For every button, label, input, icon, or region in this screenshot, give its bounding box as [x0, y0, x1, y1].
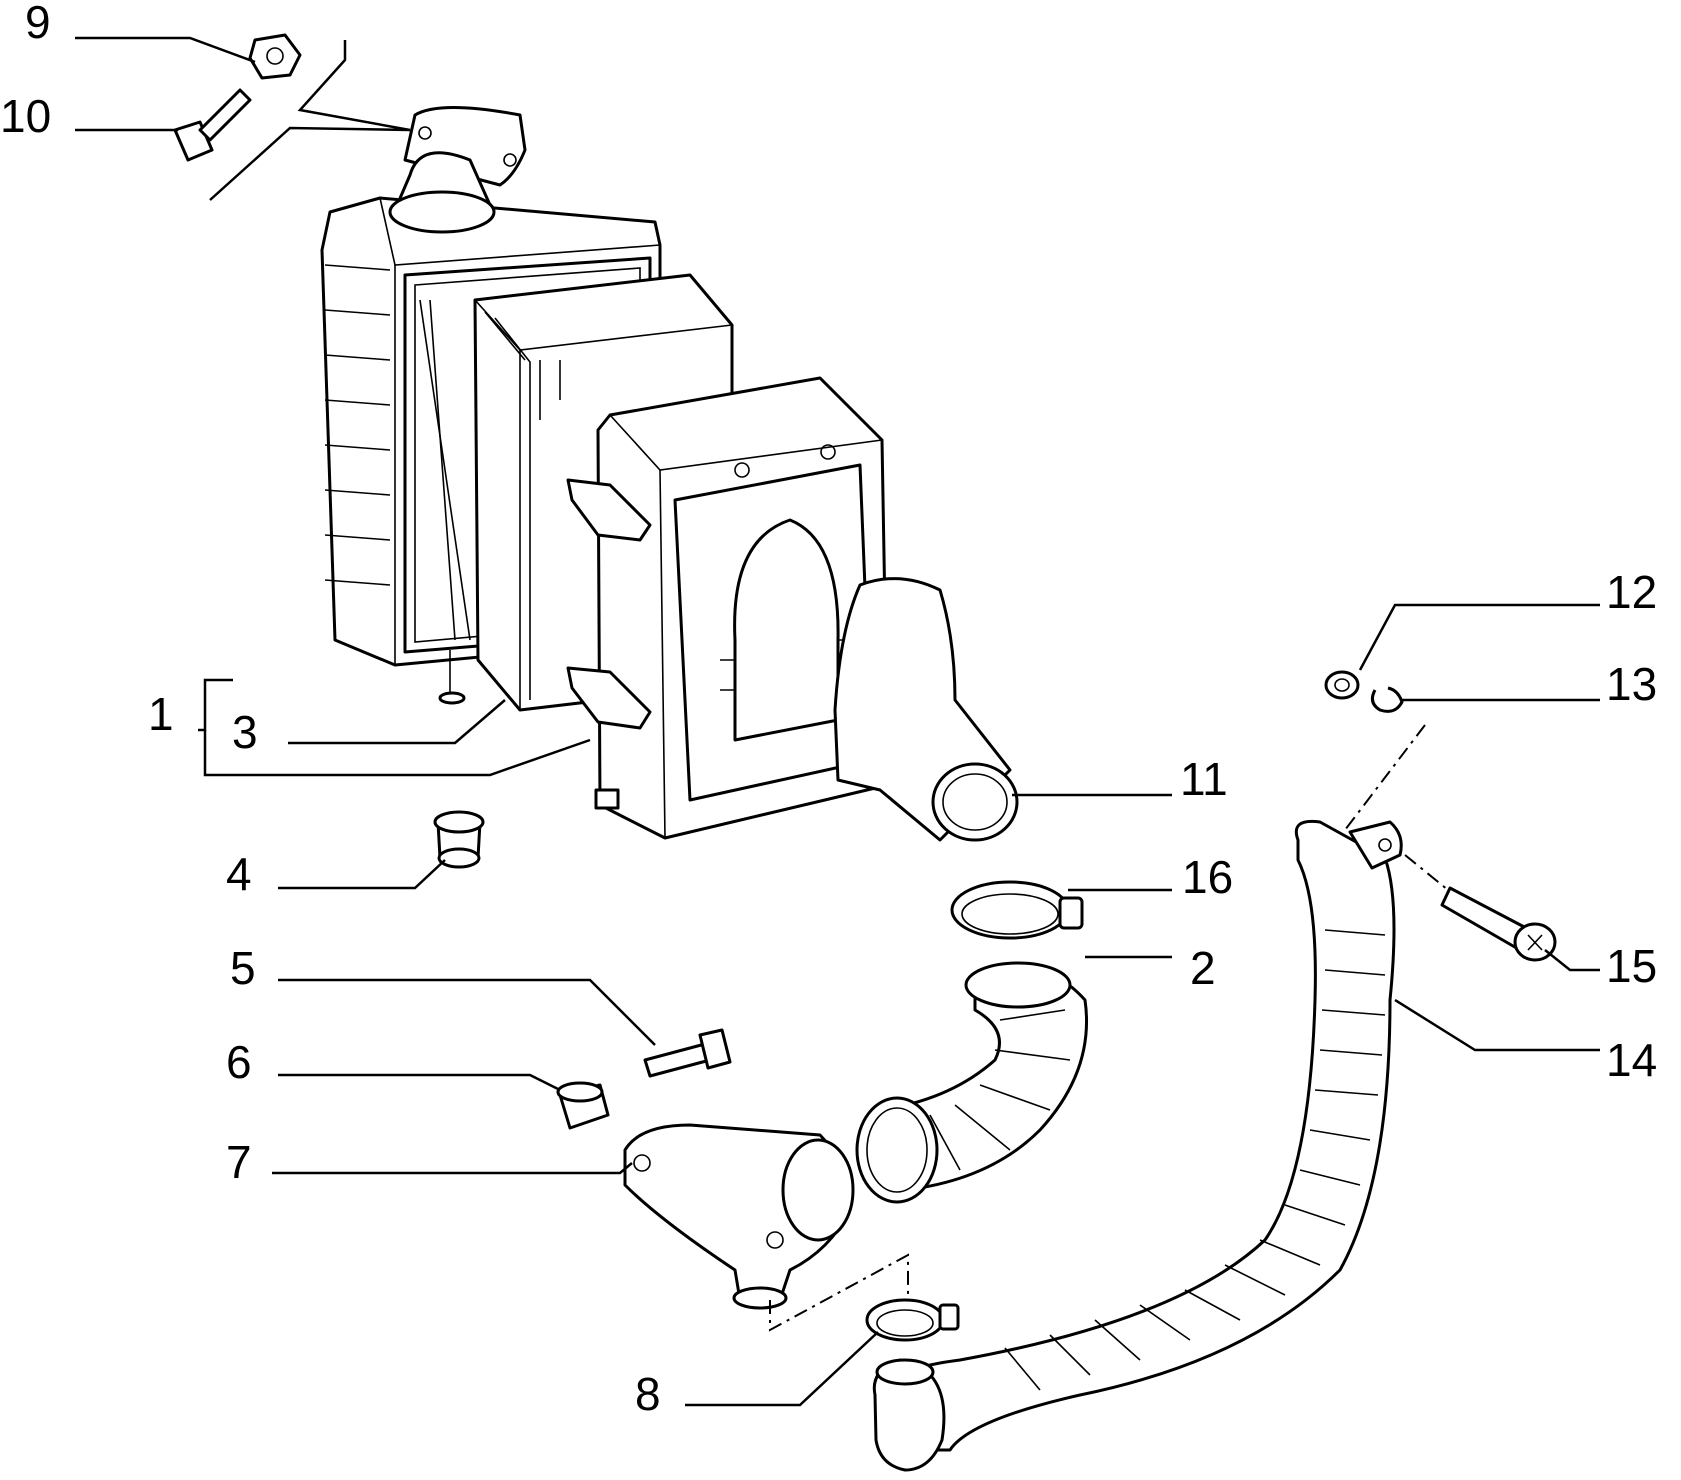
callout-13: 13 — [1606, 658, 1657, 710]
callout-14: 14 — [1606, 1034, 1657, 1086]
leader-lines — [75, 36, 1600, 1407]
callout-10: 10 — [0, 90, 51, 142]
grommet — [433, 810, 485, 869]
callout-16: 16 — [1182, 851, 1233, 903]
callout-12: 12 — [1606, 566, 1657, 618]
callout-3: 3 — [232, 706, 258, 758]
callout-11: 11 — [1180, 753, 1228, 805]
callout-8: 8 — [635, 1368, 661, 1420]
bolt-15 — [1440, 886, 1557, 962]
front-cover — [566, 376, 890, 840]
callout-2: 2 — [1190, 942, 1216, 994]
hose-clamp-16 — [950, 880, 1084, 940]
bolt-5 — [643, 1028, 732, 1078]
inlet-horn — [833, 577, 1019, 842]
callout-numbers: 9 10 1 3 4 5 6 7 8 11 16 2 12 13 15 14 — [0, 0, 1657, 1420]
callout-5: 5 — [230, 942, 256, 994]
washer — [1324, 670, 1360, 700]
callout-9: 9 — [25, 0, 51, 48]
callout-4: 4 — [226, 848, 252, 900]
callout-1: 1 — [148, 688, 174, 740]
lower-elbow-bracket — [623, 1123, 855, 1310]
callout-7: 7 — [226, 1136, 252, 1188]
hose-clamp-8 — [865, 1298, 960, 1342]
bush — [556, 1081, 610, 1130]
bellows-hose — [855, 961, 1089, 1204]
top-outlet-elbow — [388, 106, 527, 234]
corrugated-hose — [872, 819, 1403, 1472]
callout-6: 6 — [226, 1036, 252, 1088]
nut-9 — [248, 33, 302, 80]
clip-washer — [1370, 686, 1404, 713]
callout-15: 15 — [1606, 940, 1657, 992]
bolt-10 — [173, 88, 252, 162]
